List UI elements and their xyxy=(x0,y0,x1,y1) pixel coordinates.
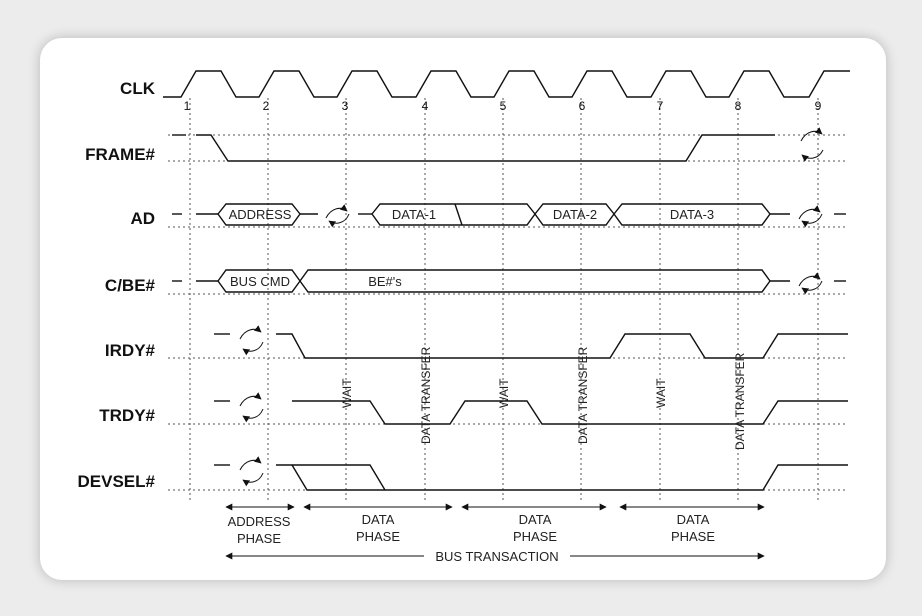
label-frame: FRAME# xyxy=(85,145,155,164)
address-phase-label-line2: PHASE xyxy=(237,531,281,546)
clock-numbers: 1 2 3 4 5 6 7 8 9 xyxy=(184,99,822,113)
label-devsel: DEVSEL# xyxy=(78,472,156,491)
cbe-buscmd-text: BUS CMD xyxy=(230,274,290,289)
wait-label-2: WAIT xyxy=(497,378,511,408)
data-phase-3-label-line1: DATA xyxy=(677,512,710,527)
turnaround-icon xyxy=(800,127,824,162)
label-clk: CLK xyxy=(120,79,156,98)
data-transfer-label-3: DATA TRANSFER xyxy=(733,352,747,450)
cbe-bes-text: BE#'s xyxy=(368,274,402,289)
data-phase-1-label-line1: DATA xyxy=(362,512,395,527)
phase-annotations: ADDRESS PHASE DATA PHASE DATA PHASE DATA… xyxy=(225,503,765,564)
ad-address-text: ADDRESS xyxy=(229,207,292,222)
turnaround-icon xyxy=(239,456,264,487)
ad-data2-text: DATA-2 xyxy=(553,207,597,222)
clock-gridlines xyxy=(189,98,819,500)
data-phase-1-label-line2: PHASE xyxy=(356,529,400,544)
data-transfer-label-2: DATA TRANSFER xyxy=(576,346,590,444)
devsel-waveform xyxy=(276,464,848,491)
turnaround-icon xyxy=(325,204,350,228)
label-trdy: TRDY# xyxy=(99,406,155,425)
address-phase-label-line1: ADDRESS xyxy=(228,514,291,529)
label-ad: AD xyxy=(130,209,155,228)
data-transfer-label-1: DATA TRANSFER xyxy=(419,346,433,444)
data-phase-2-label-line1: DATA xyxy=(519,512,552,527)
label-cbe: C/BE# xyxy=(105,276,156,295)
irdy-waveform xyxy=(276,333,848,359)
event-annotations: WAIT DATA TRANSFER WAIT DATA TRANSFER WA… xyxy=(340,346,747,450)
frame-waveform xyxy=(196,134,775,162)
label-irdy: IRDY# xyxy=(105,341,156,360)
data-phase-2-label-line2: PHASE xyxy=(513,529,557,544)
clock-number-3: 3 xyxy=(342,99,349,113)
turnaround-icon xyxy=(239,392,264,423)
clock-number-8: 8 xyxy=(735,99,742,113)
clock-number-4: 4 xyxy=(422,99,429,113)
turnaround-icon xyxy=(798,272,823,295)
turnaround-icon xyxy=(239,325,264,356)
trdy-waveform xyxy=(292,400,848,425)
clk-waveform xyxy=(163,70,850,98)
clock-number-7: 7 xyxy=(657,99,664,113)
clock-number-1: 1 xyxy=(184,99,191,113)
bus-transaction-label: BUS TRANSACTION xyxy=(435,549,558,564)
devsel-alt-path xyxy=(292,464,386,491)
ad-data1-text: DATA-1 xyxy=(392,207,436,222)
turnaround-icon xyxy=(798,205,823,228)
clock-number-2: 2 xyxy=(263,99,270,113)
ad-data3-text: DATA-3 xyxy=(670,207,714,222)
wait-label-1: WAIT xyxy=(340,378,354,408)
clock-number-9: 9 xyxy=(815,99,822,113)
clock-number-5: 5 xyxy=(500,99,507,113)
wait-label-3: WAIT xyxy=(654,378,668,408)
data-phase-3-label-line2: PHASE xyxy=(671,529,715,544)
clock-number-6: 6 xyxy=(579,99,586,113)
